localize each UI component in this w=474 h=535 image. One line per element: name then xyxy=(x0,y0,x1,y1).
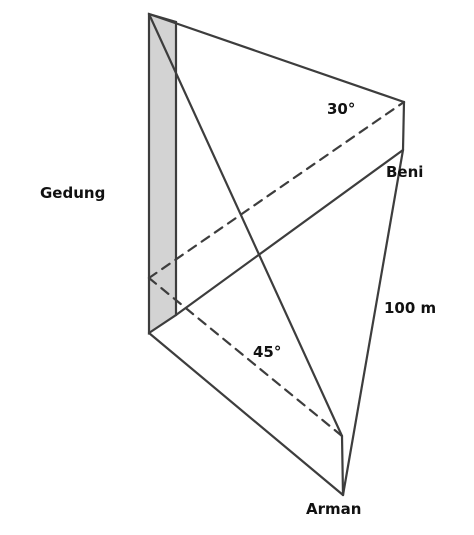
line-beni-to-arman xyxy=(341,148,405,497)
line-building-top-to-arman xyxy=(147,12,344,438)
arman-label: Arman xyxy=(306,500,361,518)
beni-label: Beni xyxy=(386,163,423,181)
angle-45-label: 45° xyxy=(253,343,281,361)
line-arman-vertical xyxy=(340,434,345,497)
angle-30-label: 30° xyxy=(327,100,355,118)
building-label: Gedung xyxy=(40,184,105,202)
hidden-line-building-to-beni xyxy=(147,100,406,280)
line-building-top-to-beni xyxy=(147,12,406,104)
line-building-base-to-arman xyxy=(147,331,345,497)
line-building-mid-to-beni-base xyxy=(174,148,405,317)
height-label: 100 m xyxy=(384,299,436,317)
hidden-line-building-to-arman-base xyxy=(147,276,344,438)
line-beni-vertical xyxy=(401,100,406,152)
